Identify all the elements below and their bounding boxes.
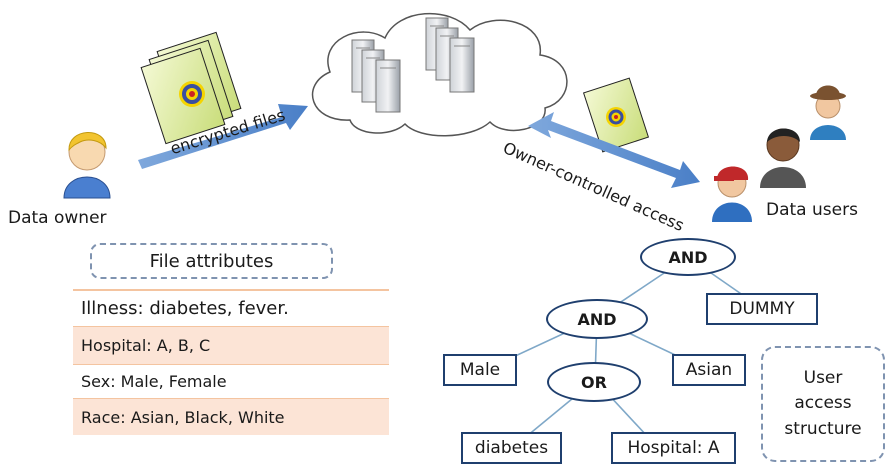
access-arrow (528, 112, 700, 188)
data-user-person-icon (712, 166, 752, 222)
attribute-row-hospital: Hospital: A, B, C (73, 327, 389, 364)
uas-line-3: structure (784, 418, 862, 439)
cloud-icon (311, 12, 568, 137)
tree-gate-or: OR (547, 362, 641, 402)
data-user-person-icon (810, 85, 846, 140)
encrypted-files-icon (140, 31, 242, 145)
tree-leaf-asian: Asian (672, 354, 746, 386)
user-access-structure-box: User access structure (761, 346, 885, 462)
tree-leaf-hospital: Hospital: A (611, 432, 736, 464)
server-icon (351, 39, 401, 113)
attribute-row-sex: Sex: Male, Female (73, 365, 389, 398)
tree-leaf-male: Male (443, 354, 517, 386)
attribute-row-separators (73, 289, 389, 399)
tree-gate-and-root: AND (640, 238, 736, 276)
attribute-row-race: Race: Asian, Black, White (73, 399, 389, 435)
uas-line-2: access (794, 393, 852, 414)
tree-leaf-diabetes: diabetes (461, 432, 562, 464)
data-users-label: Data users (766, 200, 858, 220)
uas-line-1: User (803, 367, 843, 388)
file-attributes-title: File attributes (90, 243, 333, 279)
tree-gate-and: AND (546, 299, 648, 339)
data-user-person-icon (760, 128, 806, 188)
tree-leaf-dummy: DUMMY (706, 293, 818, 325)
data-owner-person-icon (63, 132, 111, 199)
upload-arrow (138, 104, 308, 169)
server-icon (425, 17, 475, 93)
encrypted-file-icon (582, 77, 650, 153)
data-owner-label: Data owner (8, 208, 107, 228)
attribute-row-illness: Illness: diabetes, fever. (73, 291, 389, 326)
